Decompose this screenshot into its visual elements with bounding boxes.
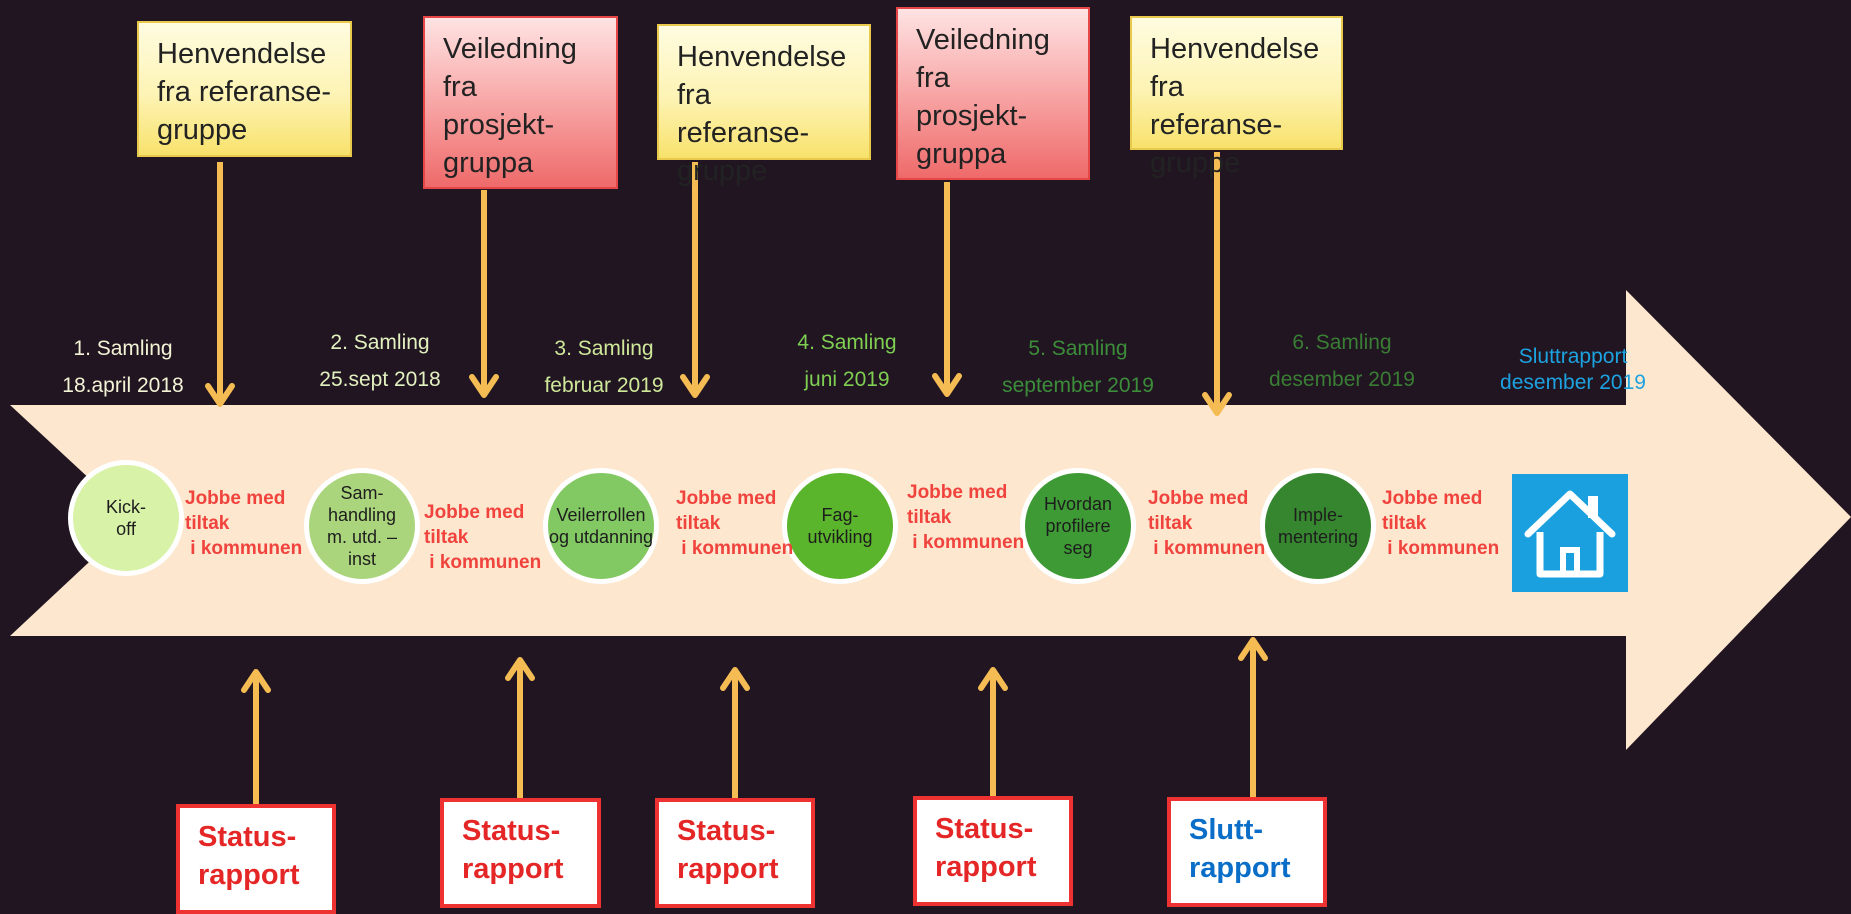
connector-up-4-head xyxy=(978,667,1008,691)
work-label-4: Jobbe med tiltak i kommunen xyxy=(907,482,1025,553)
connector-down-1-head xyxy=(205,383,235,407)
step-circle-samhandling: Sam- handling m. utd. – inst xyxy=(304,468,420,584)
top-box-referansegruppe-3: Henvendelse fra referanse- gruppe xyxy=(1130,16,1343,179)
work-label-2: Jobbe med tiltak i kommunen xyxy=(424,502,542,573)
step-circle-fagutvikling: Fag- utvikling xyxy=(782,468,898,584)
report-box-status-1: Status- rapport xyxy=(176,804,336,914)
session-date-4: 4. Samling juni 2019 xyxy=(797,331,897,391)
top-box-prosjektgruppa-1: Veiledning fra prosjekt- gruppa xyxy=(423,16,618,189)
report-box-status-2: Status- rapport xyxy=(440,798,601,908)
report-box-status-4: Status- rapport xyxy=(913,796,1073,906)
connector-up-3-head xyxy=(720,667,750,691)
house-icon xyxy=(1512,474,1628,592)
step-circle-veilerrollen: Veilerrollen og utdanning xyxy=(543,468,659,584)
connector-up-1-head xyxy=(241,669,271,693)
top-box-referansegruppe-2: Henvendelse fra referanse- gruppe xyxy=(657,24,871,187)
connector-down-3-head xyxy=(680,374,710,398)
connector-down-5-head xyxy=(1202,392,1232,416)
connector-up-2-head xyxy=(505,657,535,681)
session-date-3: 3. Samling februar 2019 xyxy=(544,337,664,397)
session-date-5: 5. Samling september 2019 xyxy=(1002,337,1154,397)
connector-up-5-head xyxy=(1238,637,1268,661)
top-box-prosjektgruppa-2: Veiledning fra prosjekt- gruppa xyxy=(896,7,1090,180)
step-circle-implementering: Imple- mentering xyxy=(1260,468,1376,584)
report-box-status-3: Status- rapport xyxy=(655,798,815,908)
top-box-referansegruppe-1: Henvendelse fra referanse- gruppe xyxy=(137,21,352,157)
connector-down-2-head xyxy=(469,374,499,398)
report-box-slutt: Slutt- rapport xyxy=(1167,797,1327,907)
step-circle-kickoff: Kick- off xyxy=(68,460,184,576)
session-date-6: 6. Samling desember 2019 xyxy=(1269,331,1415,391)
final-report-label: Sluttrapport desember 2019 xyxy=(1500,345,1646,394)
work-label-1: Jobbe med tiltak i kommunen xyxy=(185,488,303,559)
timeline-arrow xyxy=(10,290,1851,750)
session-date-1: 1. Samling 18.april 2018 xyxy=(62,337,184,397)
session-date-2: 2. Samling 25.sept 2018 xyxy=(319,331,441,391)
work-label-5: Jobbe med tiltak i kommunen xyxy=(1148,488,1266,559)
work-label-3: Jobbe med tiltak i kommunen xyxy=(676,488,794,559)
step-circle-profilere: Hvordan profilere seg xyxy=(1020,468,1136,584)
work-label-6: Jobbe med tiltak i kommunen xyxy=(1382,488,1500,559)
connector-down-4-head xyxy=(932,373,962,397)
